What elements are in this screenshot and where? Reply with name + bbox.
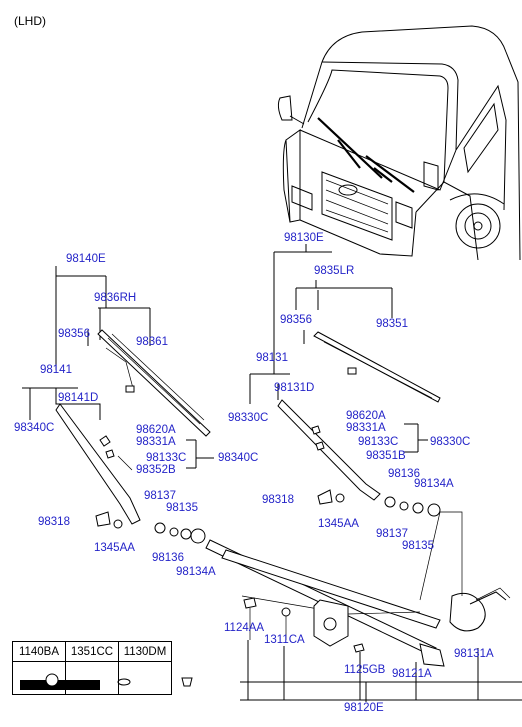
variant-label: (LHD) xyxy=(14,14,46,28)
part-label-98135-left[interactable]: 98135 xyxy=(166,502,198,514)
part-label-1345AA-right[interactable]: 1345AA xyxy=(318,518,359,530)
part-label-98352B[interactable]: 98352B xyxy=(136,464,176,476)
part-label-98135-right[interactable]: 98135 xyxy=(402,540,434,552)
left-wiper-parts xyxy=(22,266,214,544)
part-label-98130E[interactable]: 98130E xyxy=(284,232,324,244)
part-label-98137-right[interactable]: 98137 xyxy=(376,528,408,540)
part-label-98340C-left-a[interactable]: 98340C xyxy=(14,422,55,434)
part-label-1125GB[interactable]: 1125GB xyxy=(344,664,386,676)
part-label-98137-left[interactable]: 98137 xyxy=(144,490,176,502)
part-label-9835LR[interactable]: 9835LR xyxy=(314,265,355,277)
part-label-98330C-right-a[interactable]: 98330C xyxy=(228,412,269,424)
part-label-1311CA[interactable]: 1311CA xyxy=(264,634,305,646)
part-label-98351B[interactable]: 98351B xyxy=(366,450,406,462)
part-label-98318-left[interactable]: 98318 xyxy=(38,516,70,528)
hardware-col-1351CC: 1351CC xyxy=(65,641,119,662)
part-label-98330C-right-b[interactable]: 98330C xyxy=(430,436,471,448)
part-label-98331A-right[interactable]: 98331A xyxy=(346,422,386,434)
hardware-cell-1351CC xyxy=(65,661,119,695)
part-label-98620A-right[interactable]: 98620A xyxy=(346,410,386,422)
part-label-98131D[interactable]: 98131D xyxy=(274,382,315,394)
hardware-col-1130DM: 1130DM xyxy=(118,641,172,662)
part-label-1345AA-left[interactable]: 1345AA xyxy=(94,542,135,554)
hardware-cell-1140BA xyxy=(12,661,66,695)
linkage-motor xyxy=(205,511,522,702)
part-label-98134A-right[interactable]: 98134A xyxy=(414,478,454,490)
part-label-98131[interactable]: 98131 xyxy=(256,352,288,364)
part-label-98136-left[interactable]: 98136 xyxy=(152,552,184,564)
part-label-9836RH[interactable]: 9836RH xyxy=(94,292,137,304)
part-label-98356-left[interactable]: 98356 xyxy=(58,328,90,340)
part-label-98620A-left[interactable]: 98620A xyxy=(136,424,176,436)
part-label-98331A-left[interactable]: 98331A xyxy=(136,436,176,448)
part-label-98133C-left[interactable]: 98133C xyxy=(146,452,187,464)
part-label-98140E[interactable]: 98140E xyxy=(66,253,106,265)
part-label-98131A[interactable]: 98131A xyxy=(454,648,494,660)
part-label-98361[interactable]: 98361 xyxy=(136,336,168,348)
part-label-98340C-left-b[interactable]: 98340C xyxy=(218,452,259,464)
part-label-98141[interactable]: 98141 xyxy=(40,364,72,376)
hardware-table: 1140BA 1351CC 1130DM xyxy=(12,641,172,695)
part-label-98141D[interactable]: 98141D xyxy=(58,392,99,404)
part-label-98133C-right[interactable]: 98133C xyxy=(358,436,399,448)
part-label-98121A[interactable]: 98121A xyxy=(392,668,432,680)
part-label-1124AA[interactable]: 1124AA xyxy=(224,622,265,634)
truck-illustration xyxy=(277,25,521,261)
hardware-col-1140BA: 1140BA xyxy=(12,641,66,662)
part-label-98134A-left[interactable]: 98134A xyxy=(176,566,216,578)
part-label-98351[interactable]: 98351 xyxy=(376,318,408,330)
part-label-98356-right[interactable]: 98356 xyxy=(280,314,312,326)
right-wiper-parts xyxy=(249,244,441,517)
hardware-cell-1130DM xyxy=(118,661,172,695)
part-label-98120E[interactable]: 98120E xyxy=(344,702,384,714)
part-label-98136-right[interactable]: 98136 xyxy=(388,468,420,480)
part-label-98318-right[interactable]: 98318 xyxy=(262,494,294,506)
